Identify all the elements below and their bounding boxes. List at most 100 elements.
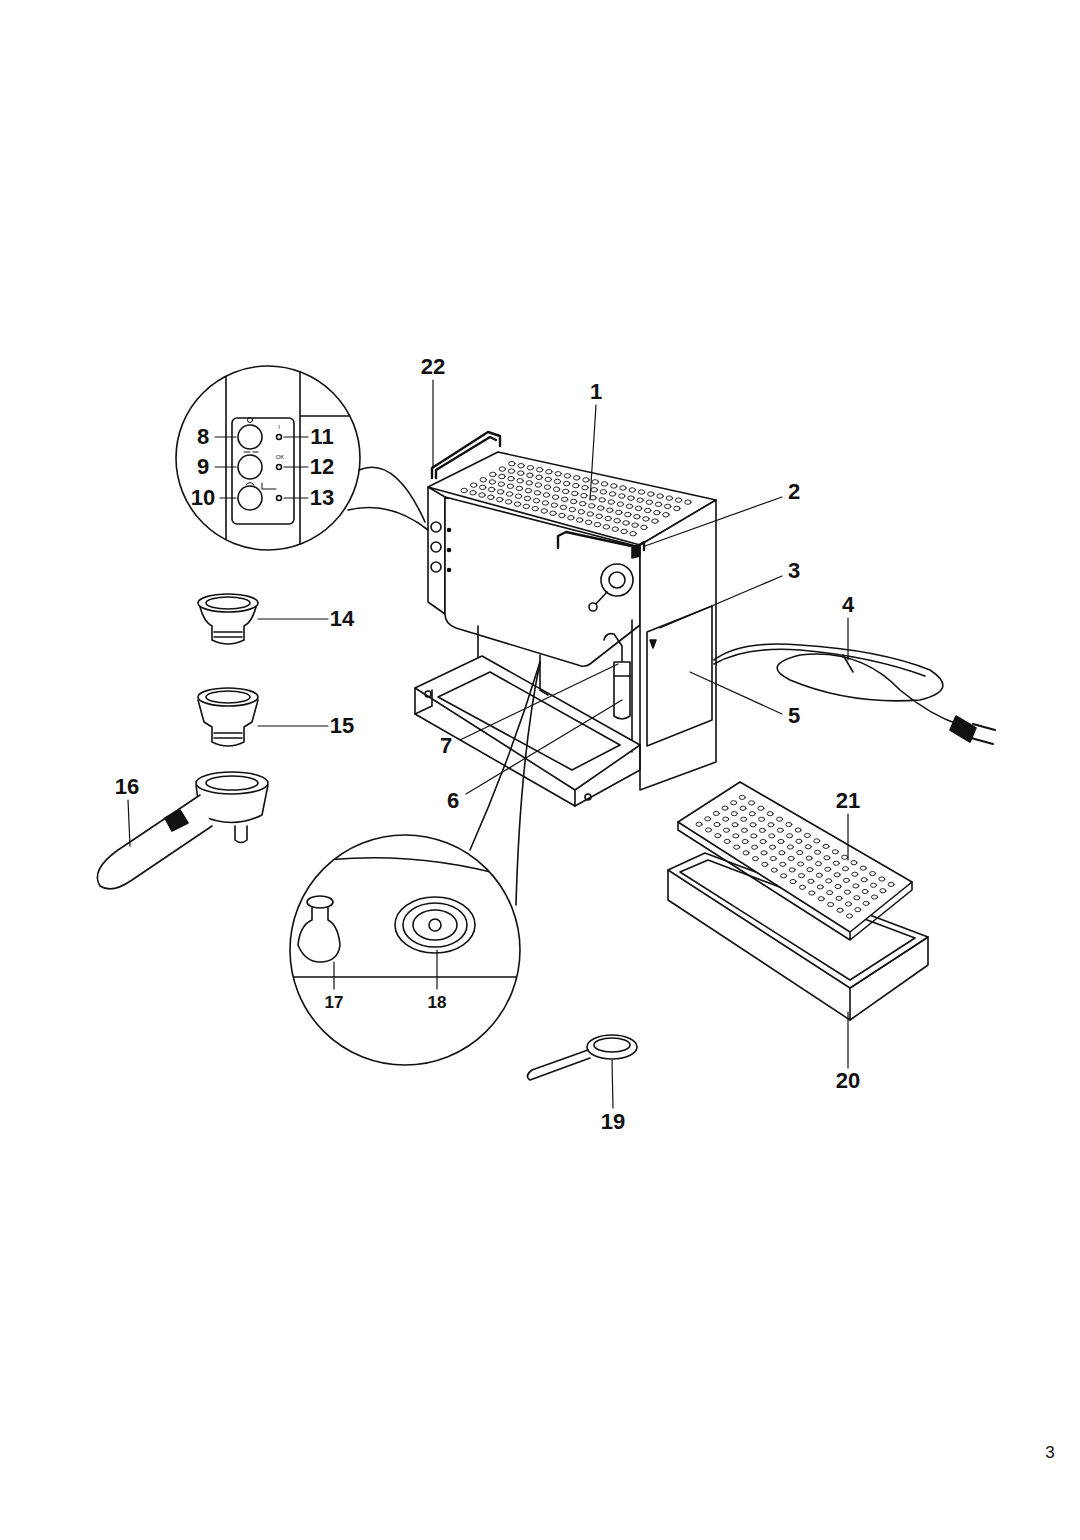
base-frame-part (631, 620, 633, 752)
grate-hole (579, 501, 585, 505)
callout-number: 18 (428, 994, 447, 1011)
power-cord (714, 644, 995, 744)
grate-hole (781, 874, 787, 878)
grate-hole (863, 901, 869, 905)
grate-hole (594, 522, 600, 526)
grate-hole (770, 845, 776, 849)
control-panel-inset-part (226, 360, 380, 560)
leader-lines-part (258, 725, 328, 726)
grate-hole (641, 525, 647, 529)
machine-body-part (448, 569, 451, 572)
portafilter-part (206, 776, 258, 790)
grate-hole (843, 867, 849, 871)
grate-hole (603, 525, 609, 529)
grate-hole (723, 817, 729, 821)
grate-hole (518, 463, 524, 467)
grate-hole (788, 856, 794, 860)
control-panel-inset-part-part (232, 418, 294, 524)
callout-number: 16 (115, 776, 139, 798)
grate-hole (611, 484, 617, 488)
grate-hole (652, 519, 658, 523)
grate-hole (715, 834, 721, 838)
grate-hole (626, 504, 632, 508)
grate-hole (797, 850, 803, 854)
grate-hole (759, 817, 765, 821)
callout-number: 7 (440, 735, 452, 757)
grate-hole (509, 461, 515, 465)
steam-wand-part (604, 634, 622, 662)
water-tank (647, 606, 712, 746)
group-head-inset-part-part (290, 858, 520, 880)
machine-body-part (431, 562, 441, 572)
callout-number: 2 (788, 481, 800, 503)
filter-double-part (198, 688, 258, 706)
grate-hole (559, 513, 565, 517)
grate-hole (542, 501, 548, 505)
grate-hole (489, 480, 495, 484)
grate-hole (752, 857, 758, 861)
grate-hole (490, 472, 496, 476)
steam-knob-part (609, 572, 625, 588)
grate-hole (798, 862, 804, 866)
group-head-inset-part-part (403, 903, 467, 947)
grate-hole (553, 487, 559, 491)
group-head-inset (290, 662, 540, 1065)
callout-number: 1 (590, 381, 602, 403)
grate-hole (523, 504, 529, 508)
grate-hole (696, 822, 702, 826)
control-panel-inset-part-part (238, 425, 262, 449)
grate-hole (573, 483, 579, 487)
grate-hole (713, 811, 719, 815)
grate-hole (497, 490, 503, 494)
grate-hole (879, 877, 885, 881)
grate-hole (568, 516, 574, 520)
grate-hole (804, 833, 810, 837)
grate-hole (592, 480, 598, 484)
grate-hole (862, 889, 868, 893)
grate-hole (527, 465, 533, 469)
grate-hole (714, 822, 720, 826)
leader-lines-part (460, 664, 618, 740)
grate-hole (750, 823, 756, 827)
grate-hole (470, 491, 476, 495)
grate-hole (657, 494, 663, 498)
grate-hole (582, 485, 588, 489)
grate-hole (616, 510, 622, 514)
base-frame-part (575, 745, 640, 806)
grate-hole (853, 884, 859, 888)
measuring-spoon-part (527, 1050, 590, 1080)
grate-hole (760, 839, 766, 843)
grate-hole (517, 479, 523, 483)
filter-single (198, 594, 258, 644)
grate-hole (732, 823, 738, 827)
control-panel-inset-part-part (238, 455, 262, 479)
grate-hole (666, 496, 672, 500)
grate-hole (779, 851, 785, 855)
grate-hole (740, 806, 746, 810)
grate-hole (723, 828, 729, 832)
grate-hole (552, 495, 558, 499)
grate-hole (743, 851, 749, 855)
grate-hole (888, 882, 894, 886)
callout-number: 20 (836, 1070, 860, 1092)
grate-hole (777, 817, 783, 821)
group-head-inset-part-part (298, 907, 340, 962)
handle-rails-part (436, 437, 496, 478)
grate-hole (807, 868, 813, 872)
grate-hole (768, 823, 774, 827)
grate-hole (655, 502, 661, 506)
grate-hole (826, 879, 832, 883)
grate-hole (855, 908, 861, 912)
grate-hole (508, 476, 514, 480)
grate-hole (634, 514, 640, 518)
grate-hole (628, 496, 634, 500)
grate-hole (543, 493, 549, 497)
grate-hole (601, 482, 607, 486)
grate-hole (587, 512, 593, 516)
grate-hole (630, 531, 636, 535)
grate-hole (561, 497, 567, 501)
grate-hole (585, 520, 591, 524)
leader-lines-part (432, 380, 433, 468)
grate-hole (635, 506, 641, 510)
power-cord-part (971, 724, 995, 744)
